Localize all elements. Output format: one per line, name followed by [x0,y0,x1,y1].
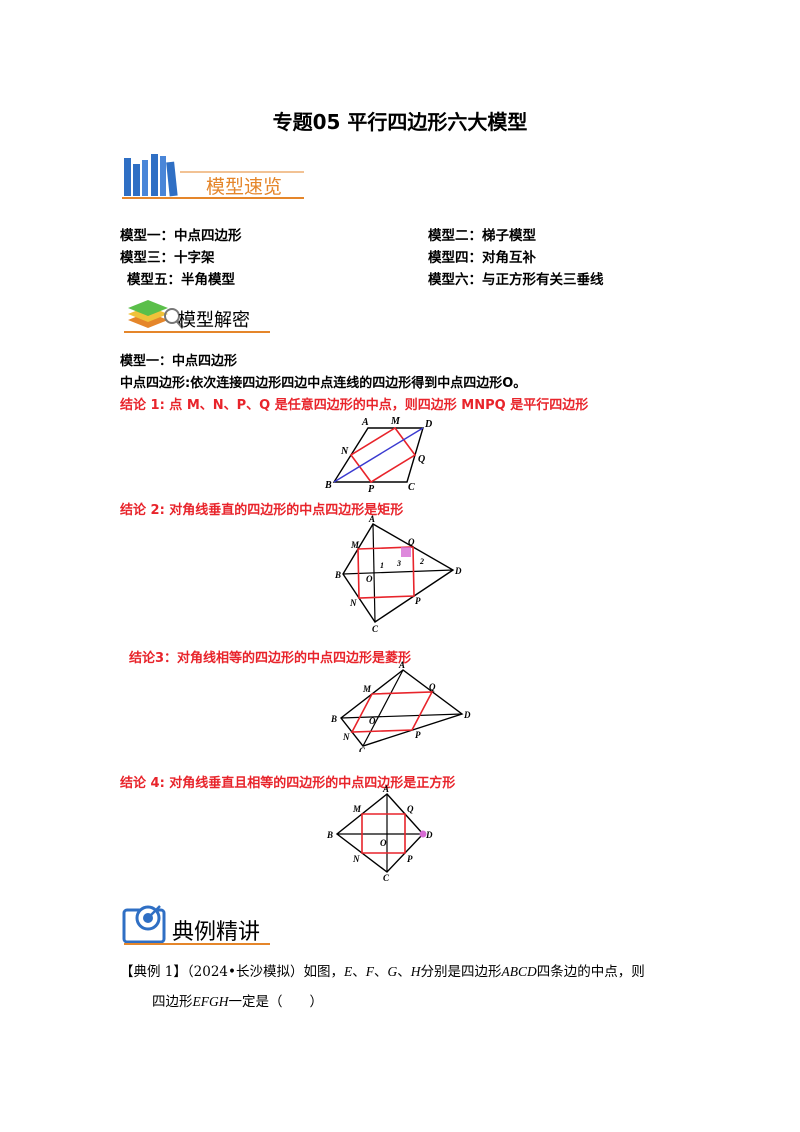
example-sep: 、 [373,964,388,980]
fig2-label-A: A [368,514,375,524]
fig1-label-A: A [361,417,369,428]
fig4-label-N: N [352,854,360,864]
point-H: H [410,964,421,979]
fig4-label-B: B [326,830,333,840]
fig2-label-C: C [372,624,379,634]
page-title: 专题05 平行四边形六大模型 [272,110,528,134]
layers-magnifier-icon [124,300,270,333]
fig1-outer-quad [332,427,424,483]
examples-banner: 典例精讲 [120,900,280,948]
fig3-label-B: B [330,714,337,724]
target-icon [122,905,270,945]
example-sep: 、 [352,964,366,980]
decode-banner: 模型解密 [120,290,280,336]
conclusion-1: 结论 1: 点 M、N、P、Q 是任意四边形的中点，则四边形 MNPQ 是平行四… [120,398,589,413]
fig1-label-Q: Q [418,454,425,465]
point-E: E [343,964,353,979]
point-F: F [365,964,374,979]
fig2-label-M: M [350,540,360,550]
fig1-label-B: B [324,480,332,491]
fig4-label-M: M [352,804,362,814]
fig3-label-C: C [359,746,366,752]
figure-4-square-diagram: A M Q B O D N P C [326,784,433,882]
fig2-label-P: P [415,596,421,606]
fig3-label-P: P [415,730,421,740]
example-1-line-1: 【典例 1】（2024•长沙模拟）如图，E、F、G、H分别是四边形ABCD四条边… [120,960,645,980]
fig2-angle-1: 1 [380,561,384,570]
fig1-label-M: M [390,416,401,427]
fig3-label-O: O [369,716,376,726]
example-1-line-2: 四边形EFGH一定是（ ） [152,990,323,1010]
figure-2-rectangle-diagram: A M Q B O D N P C 1 2 3 [335,514,462,634]
examples-banner-label: 典例精讲 [172,920,261,945]
fig1-label-D: D [424,419,432,430]
model-item-5: 模型五：半角模型 [127,272,235,288]
fig4-label-A: A [382,784,389,794]
fig1-label-N: N [340,446,349,457]
model-item-3: 模型三：十字架 [120,250,215,266]
overview-banner: 模型速览 [120,150,310,202]
fig2-angle-2: 2 [419,557,424,566]
fig2-label-D: D [454,566,462,576]
conclusion-3: 结论3：对角线相等的四边形的中点四边形是菱形 [129,651,412,666]
fig3-label-M: M [362,684,372,694]
bookshelf-icon [122,154,304,199]
quad-ABCD: ABCD [501,964,537,979]
fig4-label-O: O [380,838,387,848]
model-item-2: 模型二：梯子模型 [428,228,536,244]
fig4-label-C: C [383,873,390,882]
fig3-label-A: A [398,660,405,670]
conclusion-4: 结论 4: 对角线垂直且相等的四边形的中点四边形是正方形 [120,776,456,791]
section-heading: 模型一：中点四边形 [120,354,238,369]
model-item-1: 模型一：中点四边形 [120,228,242,244]
fig1-label-C: C [408,482,415,493]
fig4-label-Q: Q [407,804,414,814]
fig2-label-O: O [366,574,373,584]
fig3-label-N: N [342,732,350,742]
decode-banner-label: 模型解密 [178,310,250,331]
quad-EFGH: EFGH [192,994,229,1009]
model-item-4: 模型四：对角互补 [428,250,536,266]
example-sep: 、 [397,964,411,980]
example-tag: 【典例 1】 [120,964,187,980]
definition-text: 中点四边形:依次连接四边形四边中点连线的四边形得到中点四边形O。 [120,376,527,391]
example-text: 一定是（ ） [228,994,324,1010]
example-text: 四条边的中点，则 [536,964,645,980]
example-text: 如图， [303,964,344,980]
model-item-6: 模型六：与正方形有关三垂线 [428,272,604,288]
example-source: （2024•长沙模拟） [186,964,304,980]
figure-1-parallelogram-diagram: A M D N Q B P C [324,416,432,494]
point-G: G [387,964,398,979]
fig1-diagonal-BD [333,427,424,483]
fig3-label-D: D [463,710,471,720]
fig1-label-P: P [368,484,375,494]
overview-banner-label: 模型速览 [206,176,283,198]
example-text: 分别是四边形 [420,964,502,980]
fig4-label-P: P [407,854,413,864]
fig3-label-Q: Q [429,682,436,692]
fig4-label-D: D [425,830,433,840]
figure-3-rhombus-diagram: A M Q B O D N P C [330,660,471,752]
fig2-angle-3: 3 [396,559,401,568]
fig2-label-N: N [349,598,357,608]
fig1-midpoint-quad [349,426,417,484]
fig2-label-Q: Q [408,537,415,547]
example-text: 四边形 [152,994,193,1010]
conclusion-2: 结论 2: 对角线垂直的四边形的中点四边形是矩形 [120,503,404,518]
fig2-label-B: B [335,570,341,580]
